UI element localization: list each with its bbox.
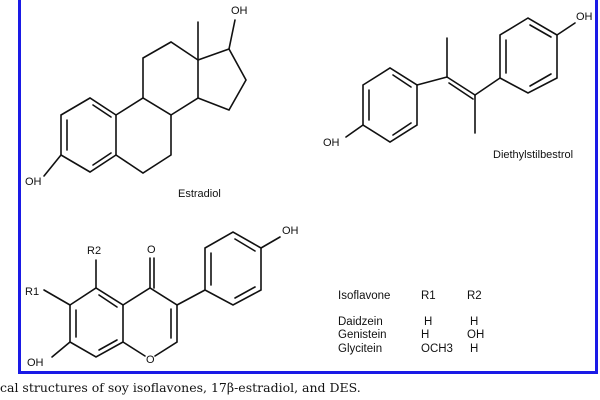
table-cell-r2: H: [470, 343, 479, 355]
isoflavone-oh-left: OH: [27, 357, 44, 369]
table-cell-r1: H: [421, 329, 430, 341]
table-cell-name: Daidzein: [338, 316, 383, 328]
isoflavone-carbonyl-o: O: [147, 244, 156, 256]
figure-frame: [18, 0, 598, 374]
des-oh-right: OH: [576, 11, 593, 23]
table-cell-r2: H: [470, 316, 479, 328]
des-structure: [345, 17, 576, 143]
table-cell-name: Glycitein: [338, 343, 383, 355]
table-header-r1: R1: [421, 290, 436, 302]
table-cell-name: Genistein: [338, 329, 387, 341]
figure-caption: cal structures of soy isoflavones, 17β-e…: [0, 380, 361, 395]
table-cell-r1: H: [424, 316, 433, 328]
estradiol-label: Estradiol: [178, 188, 221, 200]
isoflavone-r2: R2: [87, 245, 102, 257]
table-header-isoflavone: Isoflavone: [338, 290, 391, 302]
des-oh-left: OH: [323, 137, 340, 149]
table-header-r2: R2: [467, 290, 482, 302]
estradiol-structure: [43, 19, 247, 177]
isoflavone-oh-right: OH: [282, 225, 299, 237]
isoflavone-r1: R1: [25, 286, 40, 298]
des-label: Diethylstilbestrol: [493, 149, 574, 161]
table-cell-r2: OH: [467, 329, 485, 341]
estradiol-oh-left: OH: [25, 176, 42, 188]
isoflavone-ring-o: O: [146, 354, 155, 366]
table-cell-r1: OCH3: [421, 343, 453, 355]
estradiol-oh-top: OH: [231, 5, 248, 17]
isoflavone-structure: [43, 231, 281, 358]
